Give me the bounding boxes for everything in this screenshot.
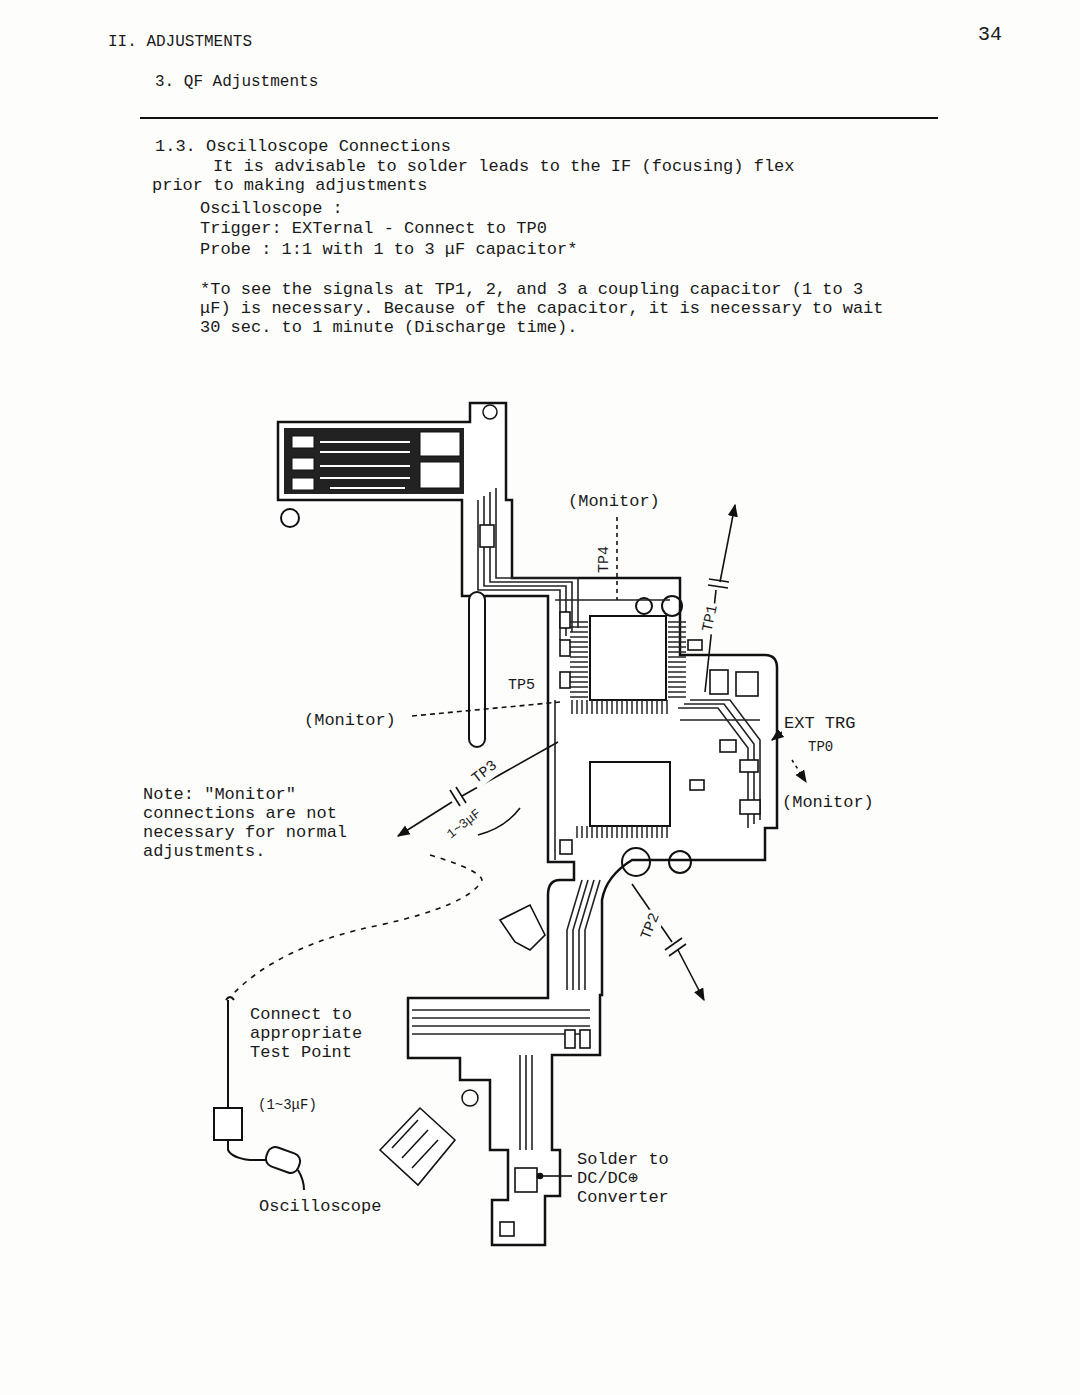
instruction-text: Oscilloscope : — [200, 199, 343, 218]
test-point-label: TP2 — [638, 909, 665, 944]
instruction-text: Trigger: EXTernal - Connect to TP0 — [200, 219, 547, 238]
instruction-text: Probe : 1:1 with 1 to 3 μF capacitor* — [200, 240, 577, 259]
subsection-heading: 1.3. Oscilloscope Connections — [155, 137, 451, 156]
test-point-label: TP5 — [506, 678, 537, 695]
test-point-label: TP4 — [597, 544, 614, 575]
test-point-label: TP1 — [700, 602, 723, 636]
solder-instruction: Solder to DC/DC⊕ Converter — [577, 1150, 702, 1207]
test-point-label: TP0 — [806, 740, 835, 756]
capacitor-value: (1~3μF) — [258, 1098, 317, 1114]
test-point-label: TP3 — [468, 757, 503, 789]
probe-instruction: Connect to appropriate Test Point — [250, 1005, 390, 1062]
trigger-label: EXT TRG — [782, 714, 857, 733]
monitor-label: (Monitor) — [566, 492, 662, 511]
monitor-label: (Monitor) — [780, 793, 876, 812]
footnote-text: *To see the signals at TP1, 2, and 3 a c… — [200, 280, 900, 337]
capacitor-value: 1~3μF — [443, 806, 486, 844]
note-text: Note: "Monitor" connections are not nece… — [143, 785, 393, 861]
page-number: 34 — [978, 24, 1002, 46]
section-heading: 3. QF Adjustments — [155, 74, 318, 92]
monitor-label: (Monitor) — [302, 711, 398, 730]
page-heading: II. ADJUSTMENTS — [108, 34, 252, 52]
instruction-text: It is advisable to solder leads to the I… — [152, 157, 842, 195]
instrument-label: Oscilloscope — [259, 1197, 381, 1216]
